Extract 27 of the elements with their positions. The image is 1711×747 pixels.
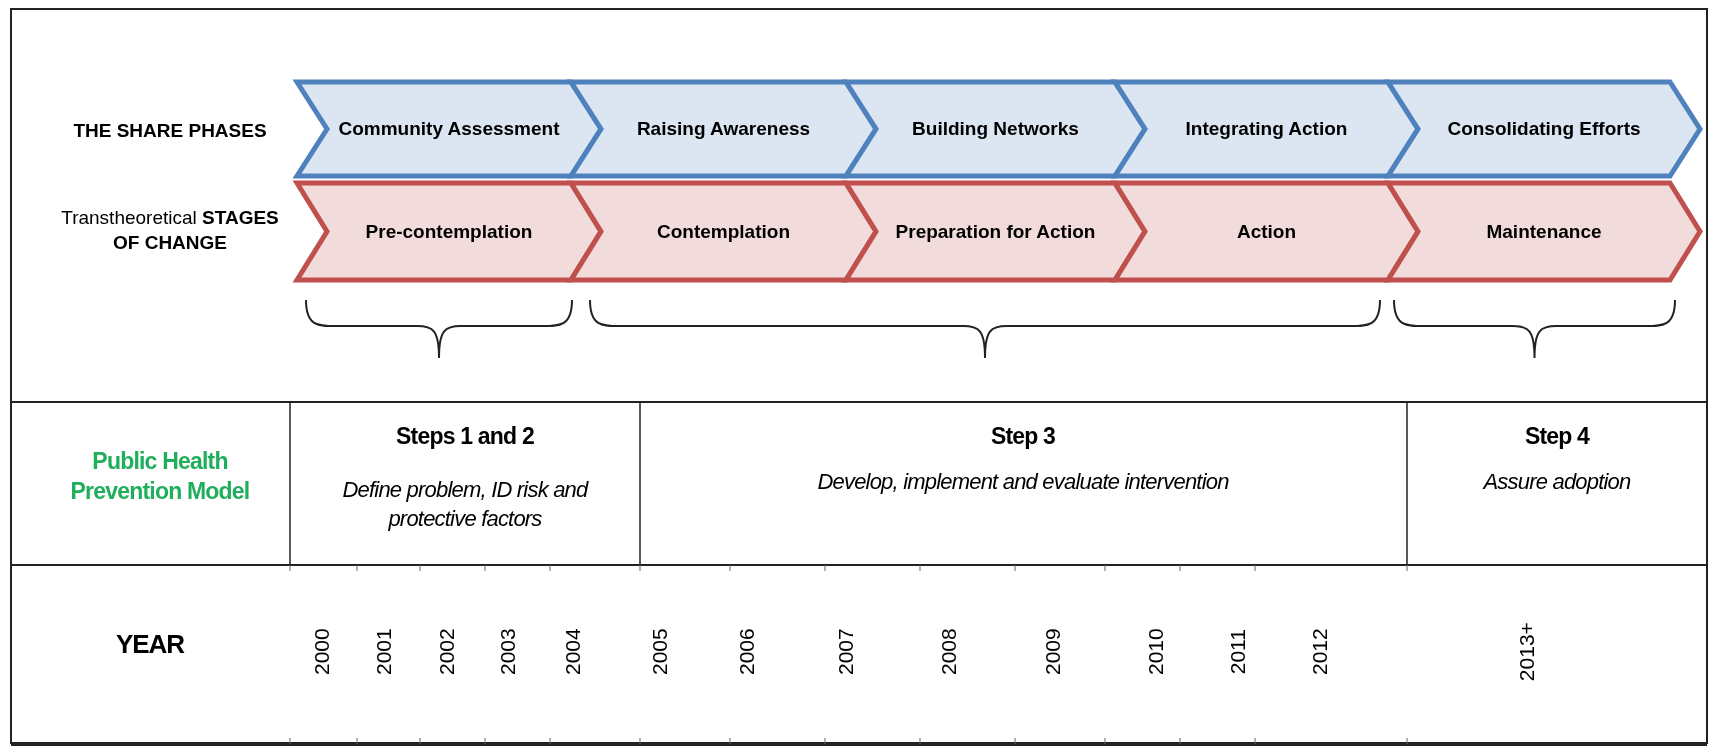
step-description: Define problem, ID risk and protective factors bbox=[341, 476, 590, 533]
year-label: 2012 bbox=[1307, 627, 1333, 677]
year-label: 2007 bbox=[833, 627, 859, 677]
year-label: 2013+ bbox=[1514, 621, 1540, 684]
stage-label: Community Assessment bbox=[338, 117, 560, 141]
year-label: 2009 bbox=[1040, 627, 1066, 677]
step-heading: Step 3 bbox=[989, 422, 1057, 452]
step-description: Assure adoption bbox=[1481, 468, 1632, 496]
row-heading: YEAR bbox=[114, 628, 186, 662]
row-heading: THE SHARE PHASES bbox=[72, 118, 268, 143]
step-heading: Step 4 bbox=[1523, 422, 1591, 452]
year-label: 2002 bbox=[434, 627, 460, 677]
step-description: Develop, implement and evaluate intervention bbox=[816, 468, 1230, 496]
year-label: 2000 bbox=[309, 627, 335, 677]
row-heading: Public Health Prevention Model bbox=[69, 447, 251, 506]
year-label: 2005 bbox=[647, 627, 673, 677]
year-label: 2004 bbox=[560, 627, 586, 677]
year-label: 2010 bbox=[1143, 627, 1169, 677]
year-label: 2001 bbox=[371, 627, 397, 677]
year-label: 2006 bbox=[734, 627, 760, 677]
row-heading: Transtheoretical STAGES OF CHANGE bbox=[60, 206, 280, 255]
stage-label: Maintenance bbox=[1486, 219, 1602, 244]
year-label: 2008 bbox=[936, 627, 962, 677]
year-label: 2011 bbox=[1225, 628, 1251, 677]
stage-label: Consolidating Efforts bbox=[1447, 117, 1641, 141]
year-label: 2003 bbox=[495, 627, 521, 677]
step-heading: Steps 1 and 2 bbox=[395, 422, 535, 452]
